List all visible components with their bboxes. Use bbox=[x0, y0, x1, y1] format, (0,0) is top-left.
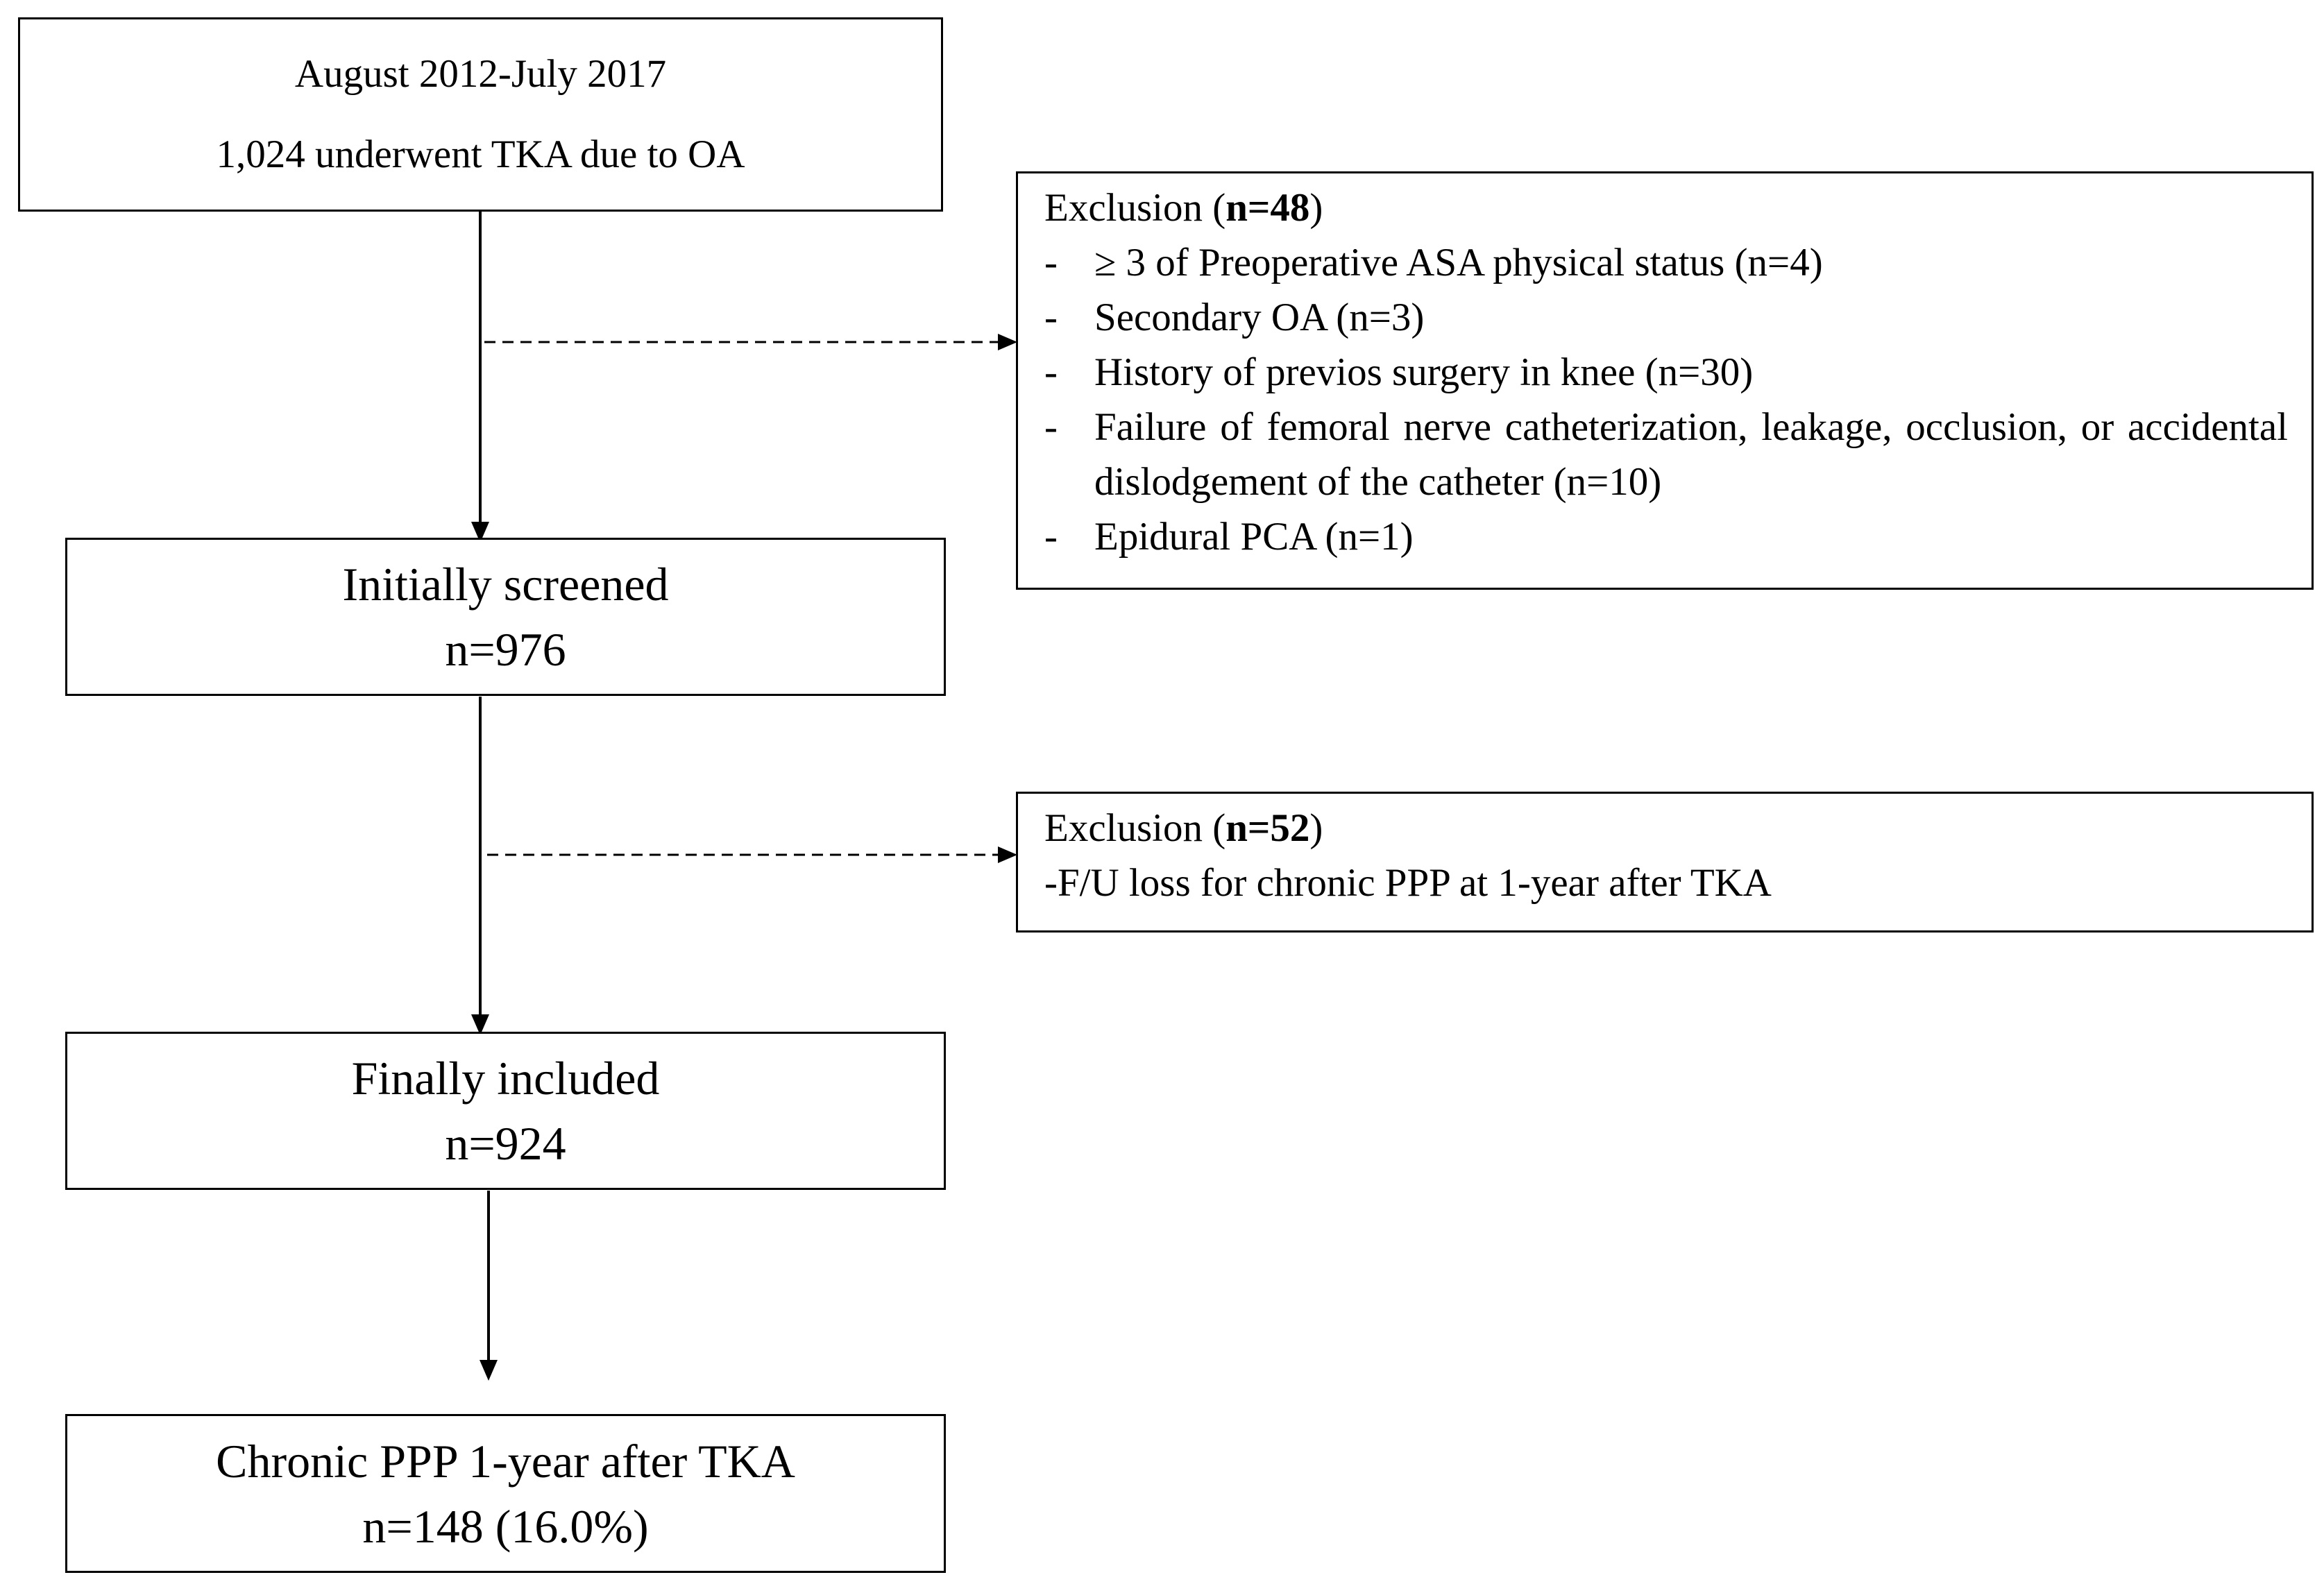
screened-label: Initially screened bbox=[342, 558, 669, 611]
dashed-arrow-to-exclusion2 bbox=[487, 846, 1017, 863]
outcome-box: Chronic PPP 1-year after TKA n=148 (16.0… bbox=[65, 1414, 946, 1573]
exclusion1-count: n=48 bbox=[1225, 186, 1310, 230]
exclusion2-box: Exclusion (n=52) -F/U loss for chronic P… bbox=[1016, 792, 2314, 932]
exclusion1-item: -Failure of femoral nerve catheterizatio… bbox=[1044, 405, 2288, 504]
exclusion2-title: Exclusion (n=52) bbox=[1044, 806, 1323, 850]
start-date-range: August 2012-July 2017 bbox=[294, 52, 667, 96]
dashed-arrow-to-exclusion1 bbox=[484, 334, 1017, 350]
exclusion1-box: Exclusion (n=48) -≥ 3 of Preoperative AS… bbox=[1016, 171, 2314, 590]
included-box: Finally included n=924 bbox=[65, 1032, 946, 1190]
included-count: n=924 bbox=[445, 1117, 566, 1170]
start-count: 1,024 underwent TKA due to OA bbox=[216, 133, 745, 176]
exclusion2-count: n=52 bbox=[1225, 806, 1310, 850]
included-label: Finally included bbox=[351, 1052, 660, 1105]
exclusion1-list: -≥ 3 of Preoperative ASA physical status… bbox=[1044, 235, 2288, 564]
outcome-label: Chronic PPP 1-year after TKA bbox=[216, 1434, 795, 1488]
exclusion1-item: -Epidural PCA (n=1) bbox=[1044, 515, 1414, 559]
screened-box: Initially screened n=976 bbox=[65, 538, 946, 696]
arrow-start-to-screened bbox=[471, 212, 489, 543]
screened-count: n=976 bbox=[445, 623, 566, 676]
exclusion1-item: -Secondary OA (n=3) bbox=[1044, 296, 1425, 339]
exclusion1-item: -History of previos surgery in knee (n=3… bbox=[1044, 350, 1754, 394]
exclusion1-item: -≥ 3 of Preoperative ASA physical status… bbox=[1044, 241, 1823, 284]
exclusion2-item: -F/U loss for chronic PPP at 1-year afte… bbox=[1044, 861, 1772, 905]
exclusion1-title: Exclusion (n=48) bbox=[1044, 186, 1323, 230]
arrow-screened-to-included bbox=[471, 697, 489, 1035]
arrow-included-to-outcome bbox=[480, 1191, 498, 1381]
outcome-count: n=148 (16.0%) bbox=[362, 1499, 649, 1553]
start-box: August 2012-July 2017 1,024 underwent TK… bbox=[18, 17, 943, 212]
